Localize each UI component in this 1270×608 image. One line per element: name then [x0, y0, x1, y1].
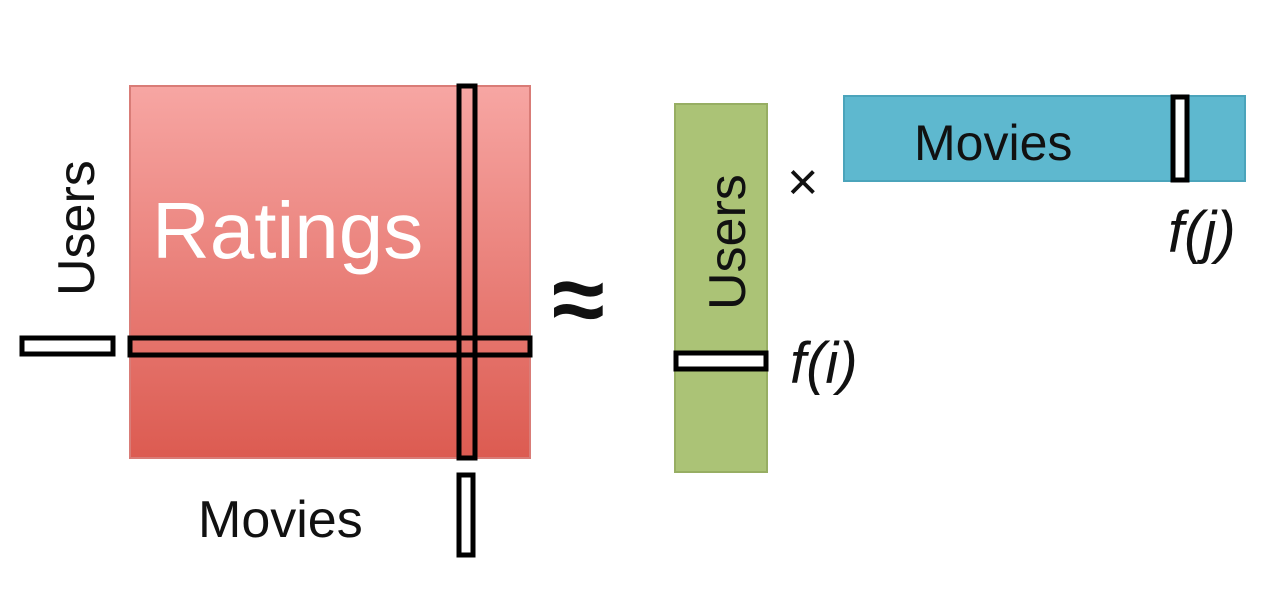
approx-symbol: ≈ [552, 246, 605, 353]
movie-column-vector [456, 472, 476, 558]
user-row-vector [19, 335, 116, 357]
user-factor-label: Users [699, 174, 757, 310]
movie-factor-label: Movies [914, 115, 1072, 171]
movie-factor-column-vector [1170, 94, 1190, 183]
ratings-matrix: Ratings [127, 83, 533, 461]
user-factor-block [674, 103, 768, 473]
ratings-matrix-block [129, 85, 531, 459]
user-factor-row-vector [673, 350, 769, 372]
ratings-row-axis-label: Users [48, 160, 106, 296]
ratings-column-axis-label: Movies [198, 491, 363, 549]
times-symbol: × [787, 152, 819, 212]
ratings-title: Ratings [152, 186, 423, 275]
user-vector-label: f(i) [790, 331, 858, 396]
movie-factor-matrix: Movies [843, 94, 1246, 183]
user-factor-matrix: Users [673, 103, 769, 473]
ratings-column-slice [456, 83, 478, 461]
ratings-row-slice [127, 335, 533, 358]
movie-vector-label: f(j) [1168, 200, 1236, 265]
